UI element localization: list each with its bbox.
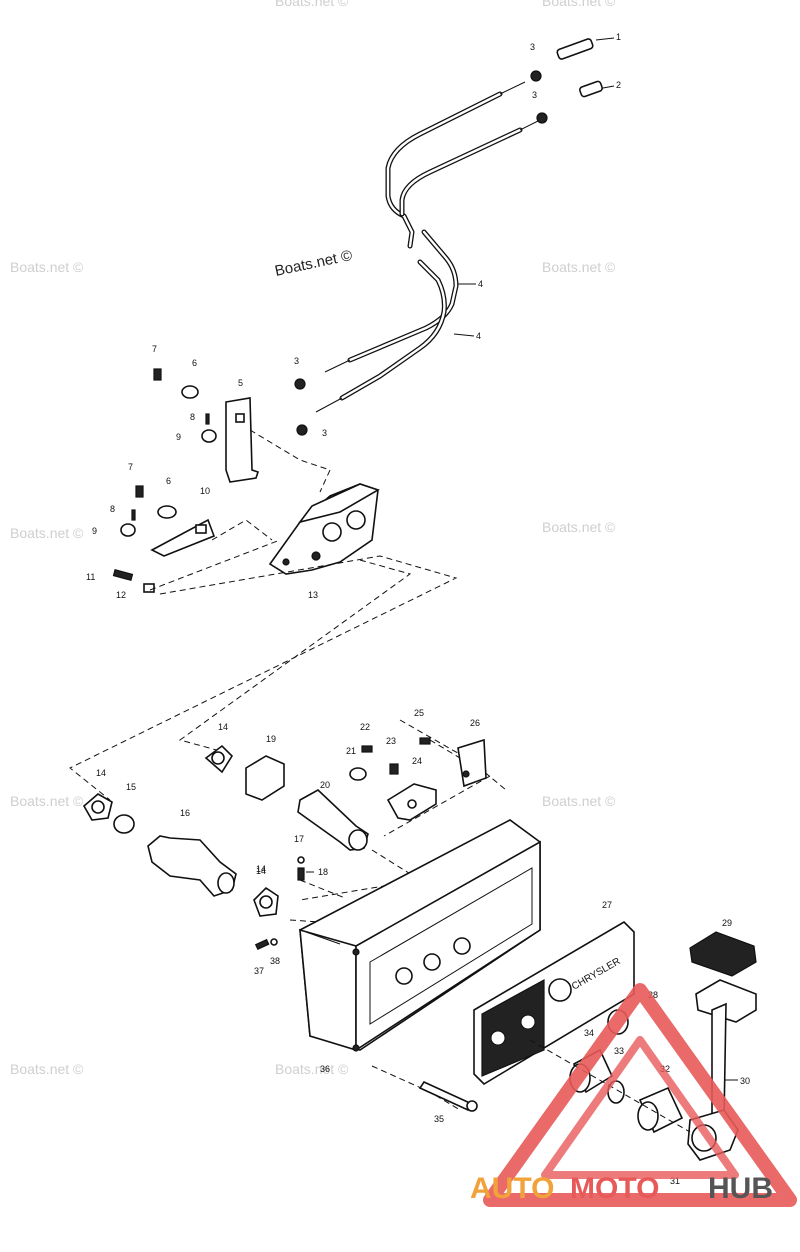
watermark-layer: Boats.net © Boats.net © Boats.net © Boat…	[10, 0, 616, 1077]
callout-19: 19	[266, 734, 276, 744]
callout-33: 33	[614, 1046, 624, 1056]
callout-15: 15	[126, 782, 136, 792]
callout-12: 12	[116, 590, 126, 600]
watermark: Boats.net ©	[542, 0, 616, 9]
cable-end-fittings	[294, 38, 604, 436]
callout-5: 5	[238, 378, 243, 388]
mounting-hardware	[254, 938, 478, 1112]
callout-35: 35	[434, 1114, 444, 1124]
logo-text-hub: HUB	[708, 1172, 773, 1205]
callout-2: 2	[616, 80, 621, 90]
logo-text-auto: AUTO	[470, 1172, 554, 1205]
callout-20: 20	[320, 780, 330, 790]
watermark: Boats.net ©	[10, 525, 84, 541]
callout-6: 6	[192, 358, 197, 368]
watermark: Boats.net ©	[10, 259, 84, 275]
callout-23: 23	[386, 736, 396, 746]
chrysler-nameplate: CHRYSLER	[473, 920, 635, 1086]
watermark: Boats.net ©	[10, 1061, 84, 1077]
callout-22: 22	[360, 722, 370, 732]
callout-18: 18	[318, 867, 328, 877]
watermark: Boats.net ©	[10, 793, 84, 809]
callout-7: 7	[152, 344, 157, 354]
watermark-center: Boats.net ©	[273, 247, 353, 280]
automotohub-logo: AUTO MOTO HUB	[470, 983, 797, 1207]
callout-25: 25	[414, 708, 424, 718]
callout-14: 14	[96, 768, 106, 778]
callout-7: 7	[128, 462, 133, 472]
callout-9: 9	[176, 432, 181, 442]
callout-27: 27	[602, 900, 612, 910]
callout-9: 9	[92, 526, 97, 536]
callout-3: 3	[294, 356, 299, 366]
callout-38: 38	[270, 956, 280, 966]
callout-13: 13	[308, 590, 318, 600]
callout-4: 4	[476, 331, 481, 341]
callout-28: 28	[648, 990, 658, 1000]
callout-14: 14	[256, 864, 266, 874]
callout-11: 11	[86, 572, 95, 582]
callout-34: 34	[584, 1028, 594, 1038]
callout-26: 26	[470, 718, 480, 728]
callout-31: 31	[670, 1176, 680, 1186]
callout-14: 14	[218, 722, 228, 732]
callout-3: 3	[530, 42, 535, 52]
watermark: Boats.net ©	[542, 259, 616, 275]
callout-4: 4	[478, 279, 483, 289]
callout-21: 21	[346, 746, 356, 756]
callout-8: 8	[190, 412, 195, 422]
watermark: Boats.net ©	[275, 0, 349, 9]
callout-3: 3	[532, 90, 537, 100]
callout-37: 37	[254, 966, 264, 976]
watermark: Boats.net ©	[542, 519, 616, 535]
callout-29: 29	[722, 918, 732, 928]
callout-16: 16	[180, 808, 190, 818]
callout-8: 8	[110, 504, 115, 514]
callout-17: 17	[294, 834, 304, 844]
callout-3: 3	[322, 428, 327, 438]
callout-14: 14	[256, 866, 266, 876]
callout-1: 1	[616, 32, 621, 42]
callout-30: 30	[740, 1076, 750, 1086]
callout-36: 36	[320, 1064, 330, 1074]
control-cables	[315, 81, 541, 413]
assembly-lines	[69, 429, 507, 1111]
logo-text-moto: MOTO	[570, 1172, 659, 1205]
shift-lever-assembly	[112, 368, 380, 593]
callout-labels: 1 2 3 3 3 3 4 4 5 6 6 7 7 8 8 9 9 10 11 …	[86, 32, 750, 1186]
shift-shaft-parts	[82, 737, 487, 917]
callout-6: 6	[166, 476, 171, 486]
callout-24: 24	[412, 756, 422, 766]
control-box-housing	[299, 819, 541, 1052]
callout-10: 10	[200, 486, 210, 496]
watermark: Boats.net ©	[275, 1061, 349, 1077]
watermark: Boats.net ©	[542, 793, 616, 809]
